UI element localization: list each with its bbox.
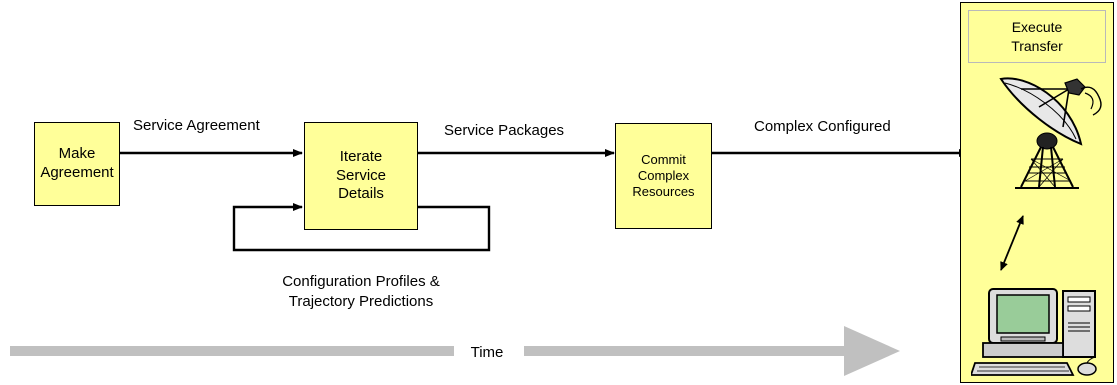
desktop-computer-icon [971,288,1097,376]
double-arrow-icon [1000,215,1024,271]
execute-transfer-title: Execute Transfer [968,10,1106,63]
time-bar-left [10,346,454,356]
service-packages-label: Service Packages [444,122,565,139]
commit-line-2: Complex [637,167,690,183]
make-agreement-line-2: Agreement [40,164,114,181]
feedback-loop-arrow [232,203,491,252]
iterate-service-details-box[interactable]: Iterate Service Details [304,122,418,230]
feedback-label: Configuration Profiles & Trajectory Pred… [246,272,476,313]
make-agreement-line-1: Make [58,145,96,163]
iterate-line-3: Details [338,185,384,203]
iterate-line-2: Service [335,166,387,184]
execute-transfer-line-2: Transfer [1011,37,1063,54]
time-label: Time [470,344,504,361]
iterate-line-1: Iterate [339,147,383,165]
feedback-label-line-1: Configuration Profiles & [282,273,440,290]
execute-transfer-panel[interactable]: Execute Transfer [960,2,1114,383]
commit-complex-resources-box[interactable]: Commit Complex Resources [615,123,712,229]
commit-line-1: Commit [641,151,686,167]
execute-transfer-line-1: Execute [1011,19,1063,36]
complex-configured-label: Complex Configured [754,118,891,135]
make-agreement-box[interactable]: Make Agreement [34,122,120,206]
satellite-dish-icon [999,77,1102,189]
time-arrowhead [844,326,900,376]
service-agreement-label: Service Agreement [133,117,260,134]
commit-line-3: Resources [632,184,695,200]
feedback-label-line-2: Trajectory Predictions [288,293,434,311]
time-bar-right [524,346,846,356]
